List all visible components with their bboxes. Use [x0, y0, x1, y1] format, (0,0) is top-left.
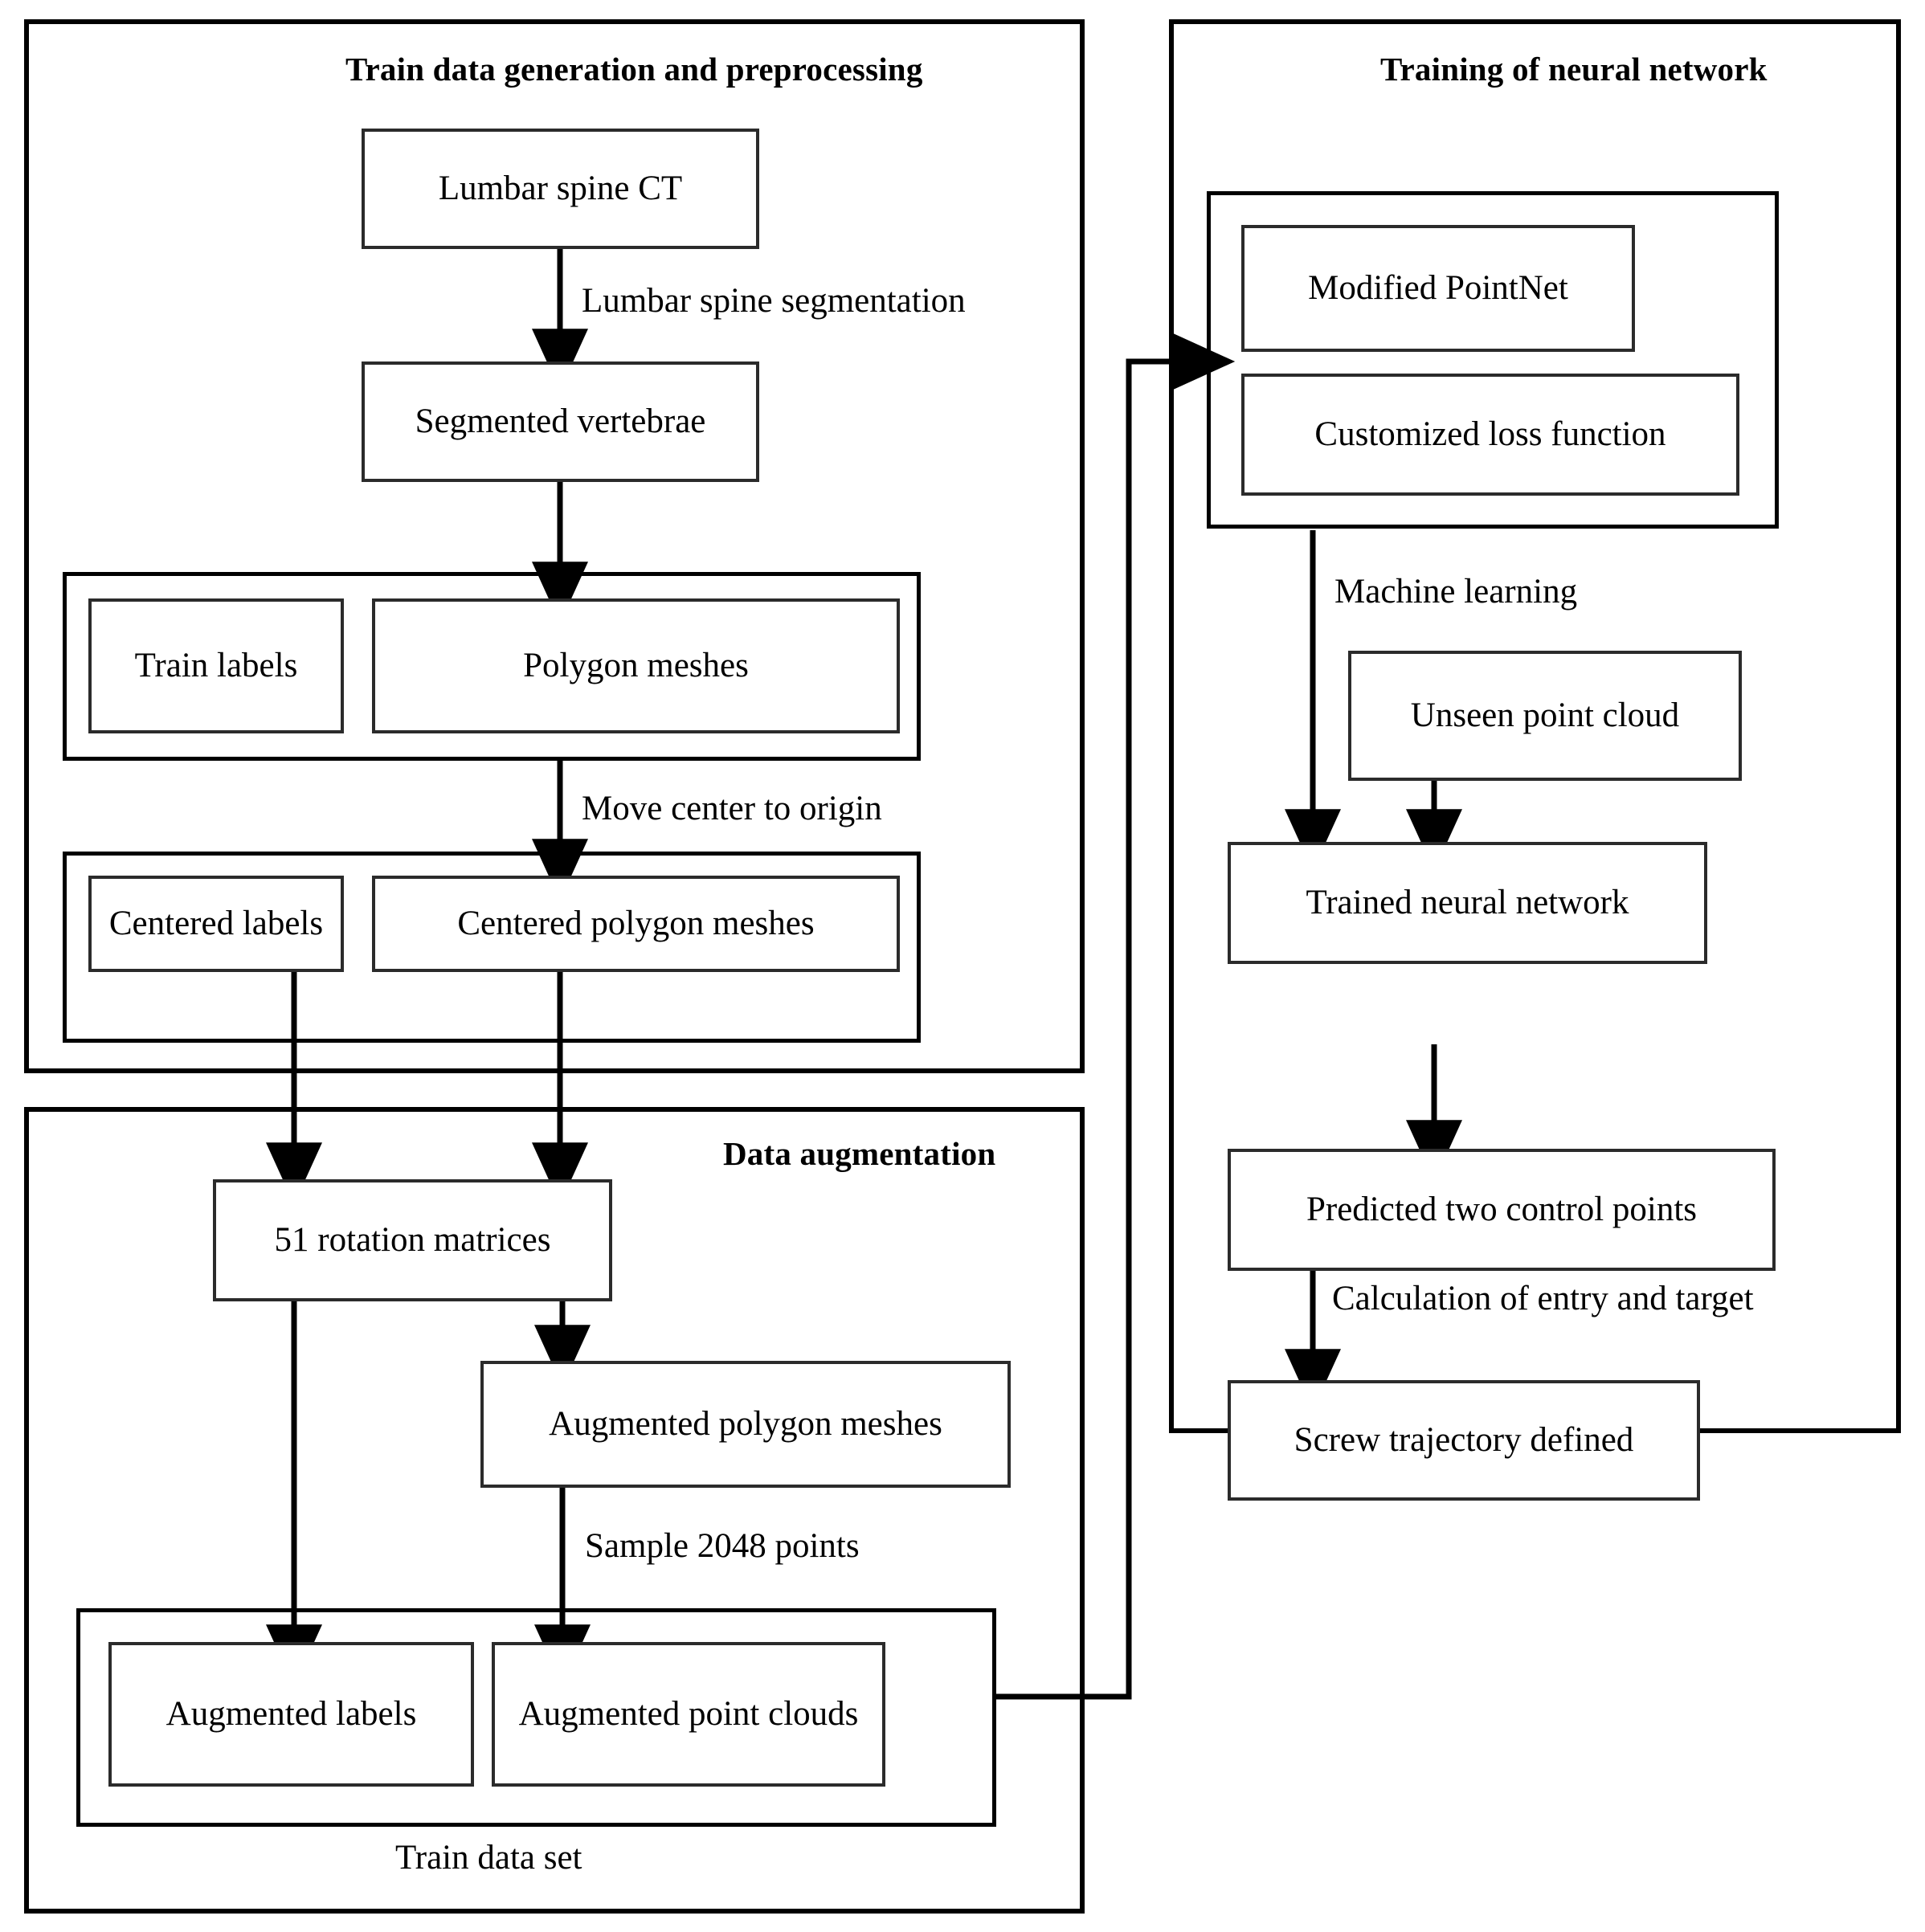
- panel-training-title: Training of neural network: [1380, 51, 1768, 88]
- node-segmented-vertebrae[interactable]: Segmented vertebrae: [362, 361, 759, 482]
- node-polygon-meshes[interactable]: Polygon meshes: [372, 598, 900, 733]
- node-centered-polygon-meshes[interactable]: Centered polygon meshes: [372, 876, 900, 972]
- node-rotation-matrices-label: 51 rotation matrices: [274, 1220, 551, 1259]
- label-train-data-set: Train data set: [395, 1839, 582, 1877]
- node-centered-labels-label: Centered labels: [108, 904, 324, 942]
- node-augmented-polygon-meshes-label: Augmented polygon meshes: [549, 1404, 942, 1443]
- node-customized-loss-function-label: Customized loss function: [1314, 415, 1666, 453]
- node-unseen-point-cloud-label: Unseen point cloud: [1410, 696, 1680, 734]
- node-polygon-meshes-label: Polygon meshes: [523, 646, 749, 684]
- node-customized-loss-function[interactable]: Customized loss function: [1241, 374, 1739, 496]
- node-lumbar-spine-ct[interactable]: Lumbar spine CT: [362, 129, 759, 249]
- node-segmented-vertebrae-label: Segmented vertebrae: [415, 402, 706, 440]
- node-trained-neural-network[interactable]: Trained neural network: [1228, 842, 1707, 964]
- node-screw-trajectory-defined-label: Screw trajectory defined: [1294, 1420, 1634, 1459]
- node-augmented-polygon-meshes[interactable]: Augmented polygon meshes: [480, 1361, 1011, 1488]
- panel-preprocessing: [24, 19, 1085, 1073]
- node-modified-pointnet-label: Modified PointNet: [1308, 268, 1568, 307]
- edge-label-calculation-of-entry-and-target: Calculation of entry and target: [1327, 1279, 1759, 1318]
- group-network-and-loss: [1207, 191, 1779, 529]
- node-train-labels[interactable]: Train labels: [88, 598, 344, 733]
- node-augmented-point-clouds-label: Augmented point clouds: [518, 1694, 859, 1733]
- edge-label-lumbar-spine-segmentation: Lumbar spine segmentation: [577, 281, 971, 321]
- group-train-labels-and-meshes: [63, 572, 921, 761]
- edge-label-sample-2048-points: Sample 2048 points: [580, 1526, 864, 1566]
- node-screw-trajectory-defined[interactable]: Screw trajectory defined: [1228, 1380, 1700, 1501]
- edge-label-machine-learning: Machine learning: [1330, 572, 1583, 611]
- panel-preprocessing-title: Train data generation and preprocessing: [345, 51, 923, 88]
- node-unseen-point-cloud[interactable]: Unseen point cloud: [1348, 651, 1742, 781]
- node-centered-polygon-meshes-label: Centered polygon meshes: [457, 904, 815, 942]
- node-augmented-point-clouds[interactable]: Augmented point clouds: [492, 1642, 885, 1787]
- panel-augmentation-title: Data augmentation: [723, 1135, 996, 1172]
- node-rotation-matrices[interactable]: 51 rotation matrices: [213, 1179, 612, 1301]
- node-predicted-two-control-points[interactable]: Predicted two control points: [1228, 1149, 1776, 1271]
- node-trained-neural-network-label: Trained neural network: [1306, 883, 1629, 921]
- edge-label-move-center-to-origin: Move center to origin: [577, 789, 887, 828]
- node-augmented-labels[interactable]: Augmented labels: [108, 1642, 474, 1787]
- group-centered-labels-and-meshes: [63, 852, 921, 1043]
- node-augmented-labels-label: Augmented labels: [166, 1694, 417, 1733]
- node-centered-labels[interactable]: Centered labels: [88, 876, 344, 972]
- node-train-labels-label: Train labels: [134, 646, 298, 684]
- node-modified-pointnet[interactable]: Modified PointNet: [1241, 225, 1635, 352]
- node-lumbar-spine-ct-label: Lumbar spine CT: [438, 169, 683, 207]
- panel-augmentation: [24, 1107, 1085, 1914]
- node-predicted-two-control-points-label: Predicted two control points: [1306, 1190, 1698, 1228]
- group-train-data-set: [76, 1608, 996, 1827]
